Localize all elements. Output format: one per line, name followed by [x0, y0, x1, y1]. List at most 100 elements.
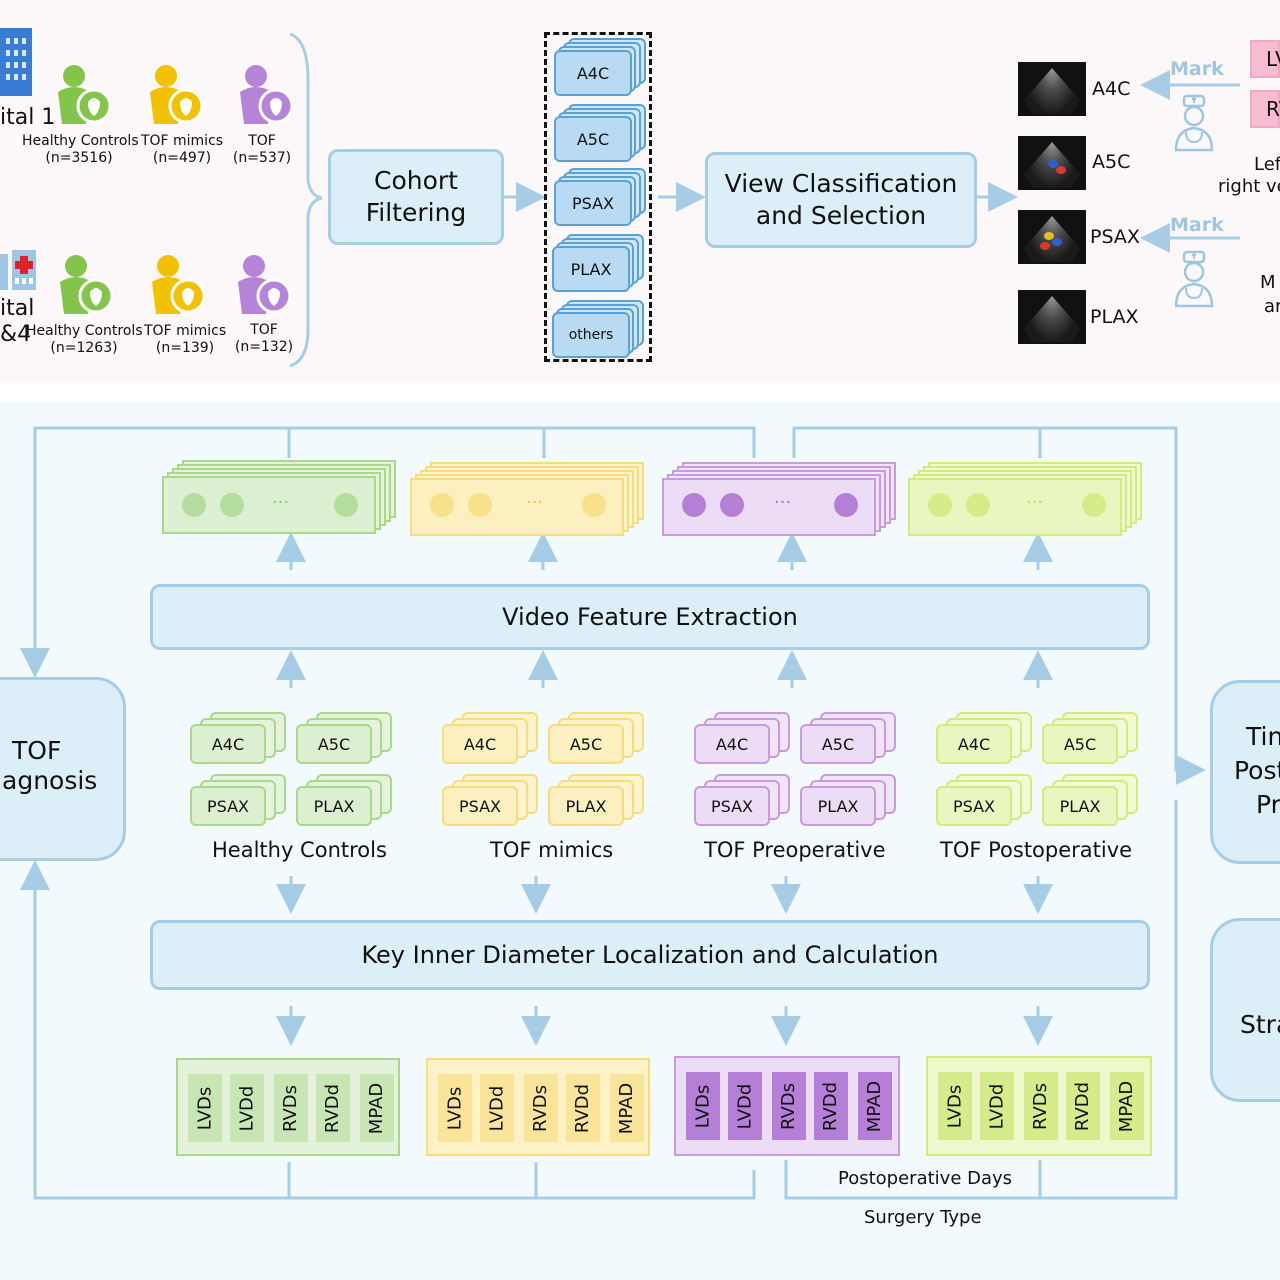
view-card-a4c: A4C	[936, 724, 1012, 764]
group-a-mimics-count: (n=497)	[152, 150, 212, 166]
measurements-mimics: LVDs LVDd RVDs RVDd MPAD	[426, 1058, 650, 1156]
feature-token	[720, 493, 744, 517]
view-stack-a5c: A5C	[554, 104, 652, 164]
measure-mpad: MPAD	[858, 1072, 892, 1140]
surgery-type-label: Surgery Type	[864, 1207, 982, 1228]
group-a-tof-name: TOF	[248, 133, 276, 149]
measure-mpad: MPAD	[1110, 1072, 1144, 1140]
feature-token	[430, 493, 454, 517]
group-b-healthy-count: (n=1263)	[50, 340, 118, 356]
feature-ellipsis: ···	[526, 492, 544, 513]
feature-token	[928, 493, 952, 517]
hospital-cross-icon	[0, 250, 38, 290]
right-box-1-line3: Pr	[1256, 790, 1280, 819]
rv-label-box: RV	[1250, 90, 1280, 128]
view-card-plax: PLAX	[548, 786, 624, 826]
group-b-mimics-count: (n=139)	[155, 340, 215, 356]
feature-token	[182, 493, 206, 517]
group-name-preoperative: TOF Preoperative	[704, 838, 886, 862]
right-text-1-line1: Lef	[1254, 154, 1280, 175]
tof-diagnosis-line1: TOF	[12, 736, 62, 765]
key-diameter-label: Key Inner Diameter Localization and Calc…	[361, 941, 939, 969]
right-text-2-line2: ar	[1264, 296, 1280, 317]
group-b-mimics-name: TOF mimics	[144, 323, 227, 339]
measure-rvds: RVDs	[274, 1074, 308, 1142]
view-a4c-label: A4C	[554, 50, 632, 96]
group-b-tof-count: (n=132)	[234, 339, 294, 355]
group-b-healthy-name: Healthy Controls	[26, 323, 143, 339]
tof-diagnosis-box	[0, 677, 126, 861]
view-plax-label: PLAX	[552, 246, 630, 292]
feature-token	[220, 493, 244, 517]
measure-lvds: LVDs	[188, 1074, 222, 1142]
tof-mimics-child-icon	[144, 64, 204, 132]
view-card-a5c: A5C	[296, 724, 372, 764]
measure-rvdd: RVDd	[316, 1074, 350, 1142]
selected-view-psax: PSAX	[1090, 226, 1140, 248]
view-card-a5c: A5C	[548, 724, 624, 764]
top-connectors	[289, 32, 1240, 368]
video-feature-extraction-label: Video Feature Extraction	[502, 603, 798, 631]
measure-rvds: RVDs	[1024, 1072, 1058, 1140]
right-outcome-box-1	[1210, 680, 1280, 864]
tof-diagnosis-line2: agnosis	[2, 766, 98, 795]
doctor-icon	[1172, 94, 1216, 152]
mark-label-1: Mark	[1170, 58, 1224, 80]
view-card-psax: PSAX	[190, 786, 266, 826]
feature-token	[966, 493, 990, 517]
view-card-a5c: A5C	[1042, 724, 1118, 764]
ultrasound-psax-image	[1018, 210, 1086, 264]
selected-view-a5c: A5C	[1092, 151, 1131, 173]
group-a-mimics-name: TOF mimics	[140, 133, 224, 149]
lv-label: LV	[1266, 47, 1280, 71]
measure-lvdd: LVDd	[230, 1074, 264, 1142]
cohort-filtering-line2: Filtering	[365, 198, 467, 227]
selected-view-plax: PLAX	[1090, 306, 1139, 328]
view-stack-a4c: A4C	[554, 38, 652, 98]
postoperative-days-label: Postoperative Days	[838, 1168, 1013, 1189]
feature-ellipsis: ···	[272, 492, 290, 513]
ultrasound-plax-image	[1018, 290, 1086, 344]
healthy-child-icon	[52, 64, 112, 132]
views-container	[544, 32, 652, 362]
feature-bar-healthy: ···	[162, 460, 398, 534]
grouping-brace	[289, 32, 323, 368]
group-a-tof-count: (n=537)	[232, 150, 292, 166]
group-cards-healthy: A4C A5C PSAX PLAX	[190, 712, 400, 832]
measure-rvdd: RVDd	[566, 1074, 600, 1142]
view-stack-plax: PLAX	[552, 234, 650, 294]
view-stack-others: others	[552, 300, 650, 360]
view-card-a5c: A5C	[800, 724, 876, 764]
tof-child-icon	[232, 254, 292, 322]
group-a-healthy-count: (n=3516)	[45, 150, 113, 166]
lv-label-box: LV	[1250, 40, 1280, 78]
group-b-tof-name: TOF	[250, 322, 278, 338]
feature-bar-postoperative: ···	[908, 462, 1144, 536]
measure-mpad: MPAD	[360, 1074, 394, 1142]
measure-lvdd: LVDd	[980, 1072, 1014, 1140]
view-card-psax: PSAX	[694, 786, 770, 826]
view-classification-line1: View Classification	[724, 169, 958, 198]
hospital-b-name-line1: ital	[0, 296, 35, 321]
view-card-psax: PSAX	[442, 786, 518, 826]
measurements-postoperative: LVDs LVDd RVDs RVDd MPAD	[926, 1056, 1152, 1156]
hospital-b-name-line2: &4	[0, 322, 32, 347]
group-cards-postoperative: A4C A5C PSAX PLAX	[936, 712, 1146, 832]
rv-label: RV	[1266, 97, 1280, 121]
view-psax-label: PSAX	[554, 180, 632, 226]
view-card-a4c: A4C	[442, 724, 518, 764]
measure-rvdd: RVDd	[814, 1072, 848, 1140]
feature-token	[468, 493, 492, 517]
group-cards-mimics: A4C A5C PSAX PLAX	[442, 712, 652, 832]
feature-token	[834, 493, 858, 517]
measure-lvdd: LVDd	[480, 1074, 514, 1142]
group-cards-preoperative: A4C A5C PSAX PLAX	[694, 712, 904, 832]
healthy-child-icon	[54, 254, 114, 322]
measure-mpad: MPAD	[610, 1074, 644, 1142]
view-stack-psax: PSAX	[554, 168, 652, 228]
feature-bar-preoperative: ···	[662, 462, 898, 536]
measurements-preoperative: LVDs LVDd RVDs RVDd MPAD	[674, 1056, 900, 1156]
measure-lvds: LVDs	[686, 1072, 720, 1140]
